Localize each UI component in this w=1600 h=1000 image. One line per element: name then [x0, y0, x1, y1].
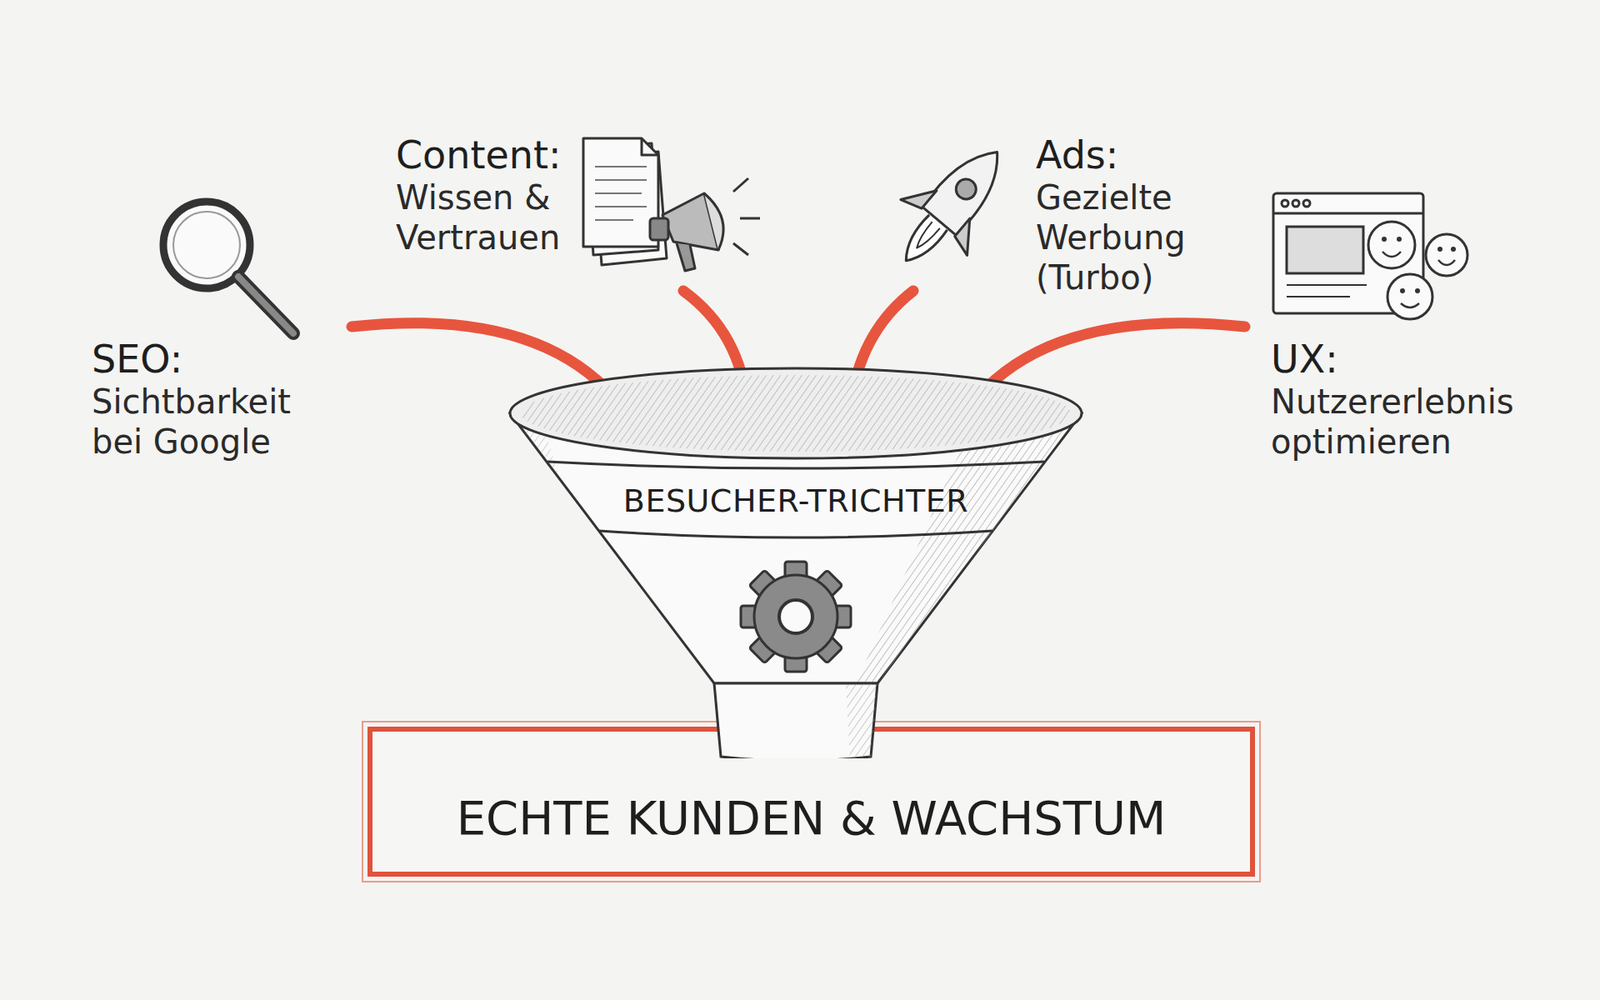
content-icon: [583, 138, 760, 271]
channel-description: Wissen & Vertrauen: [395, 177, 605, 258]
ux-group: UX:Nutzererlebnis optimieren: [1270, 337, 1563, 462]
magnifier-icon: [163, 201, 294, 334]
seo-group: SEO:Sichtbarkeit bei Google: [91, 337, 342, 462]
ux-icon: [1273, 193, 1468, 320]
funnel-shape: BESUCHER-TRICHTER: [508, 366, 1084, 759]
channel-description: Sichtbarkeit bei Google: [91, 381, 342, 462]
channel-heading: Ads:: [1035, 133, 1236, 178]
channel-description: Gezielte Werbung (Turbo): [1035, 177, 1236, 298]
channel-heading: SEO:: [91, 337, 342, 382]
channel-heading: UX:: [1270, 337, 1563, 382]
funnel-outline: [508, 366, 1084, 759]
rocket-icon: [872, 124, 1030, 289]
funnel-label: BESUCHER-TRICHTER: [508, 480, 1084, 521]
content-group: Content:Wissen & Vertrauen: [395, 133, 605, 258]
channel-description: Nutzererlebnis optimieren: [1270, 381, 1563, 462]
result-label: ECHTE KUNDEN & WACHSTUM: [456, 759, 1167, 845]
channel-heading: Content:: [395, 133, 605, 178]
ads-group: Ads:Gezielte Werbung (Turbo): [1035, 133, 1236, 298]
